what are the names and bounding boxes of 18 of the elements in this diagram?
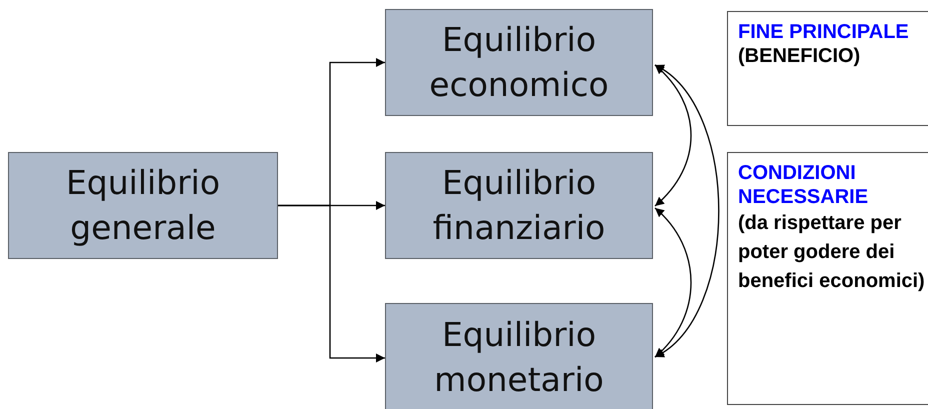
arrow (654, 208, 692, 358)
node-label: Equilibrio finanziario (432, 162, 606, 248)
node-label: Equilibrio economico (428, 18, 610, 106)
arrow (654, 64, 720, 358)
note-heading: CONDIZIONI NECESSARIE (738, 161, 870, 209)
node-label: Equilibrio generale (64, 162, 222, 248)
process-box (8, 152, 278, 259)
process-box (385, 9, 653, 116)
arrow (278, 204, 385, 362)
note-text: (da rispettare per poter godere dei benefici economici) (738, 211, 925, 294)
note-heading: FINE PRINCIPALE (738, 20, 910, 44)
note-box (727, 152, 928, 405)
note-text: (BENEFICIO) (738, 44, 862, 68)
process-box (385, 152, 653, 259)
node-label: Equilibrio monetario (433, 314, 605, 401)
note-box (727, 11, 928, 126)
arrow (654, 64, 692, 206)
process-box (385, 303, 653, 409)
